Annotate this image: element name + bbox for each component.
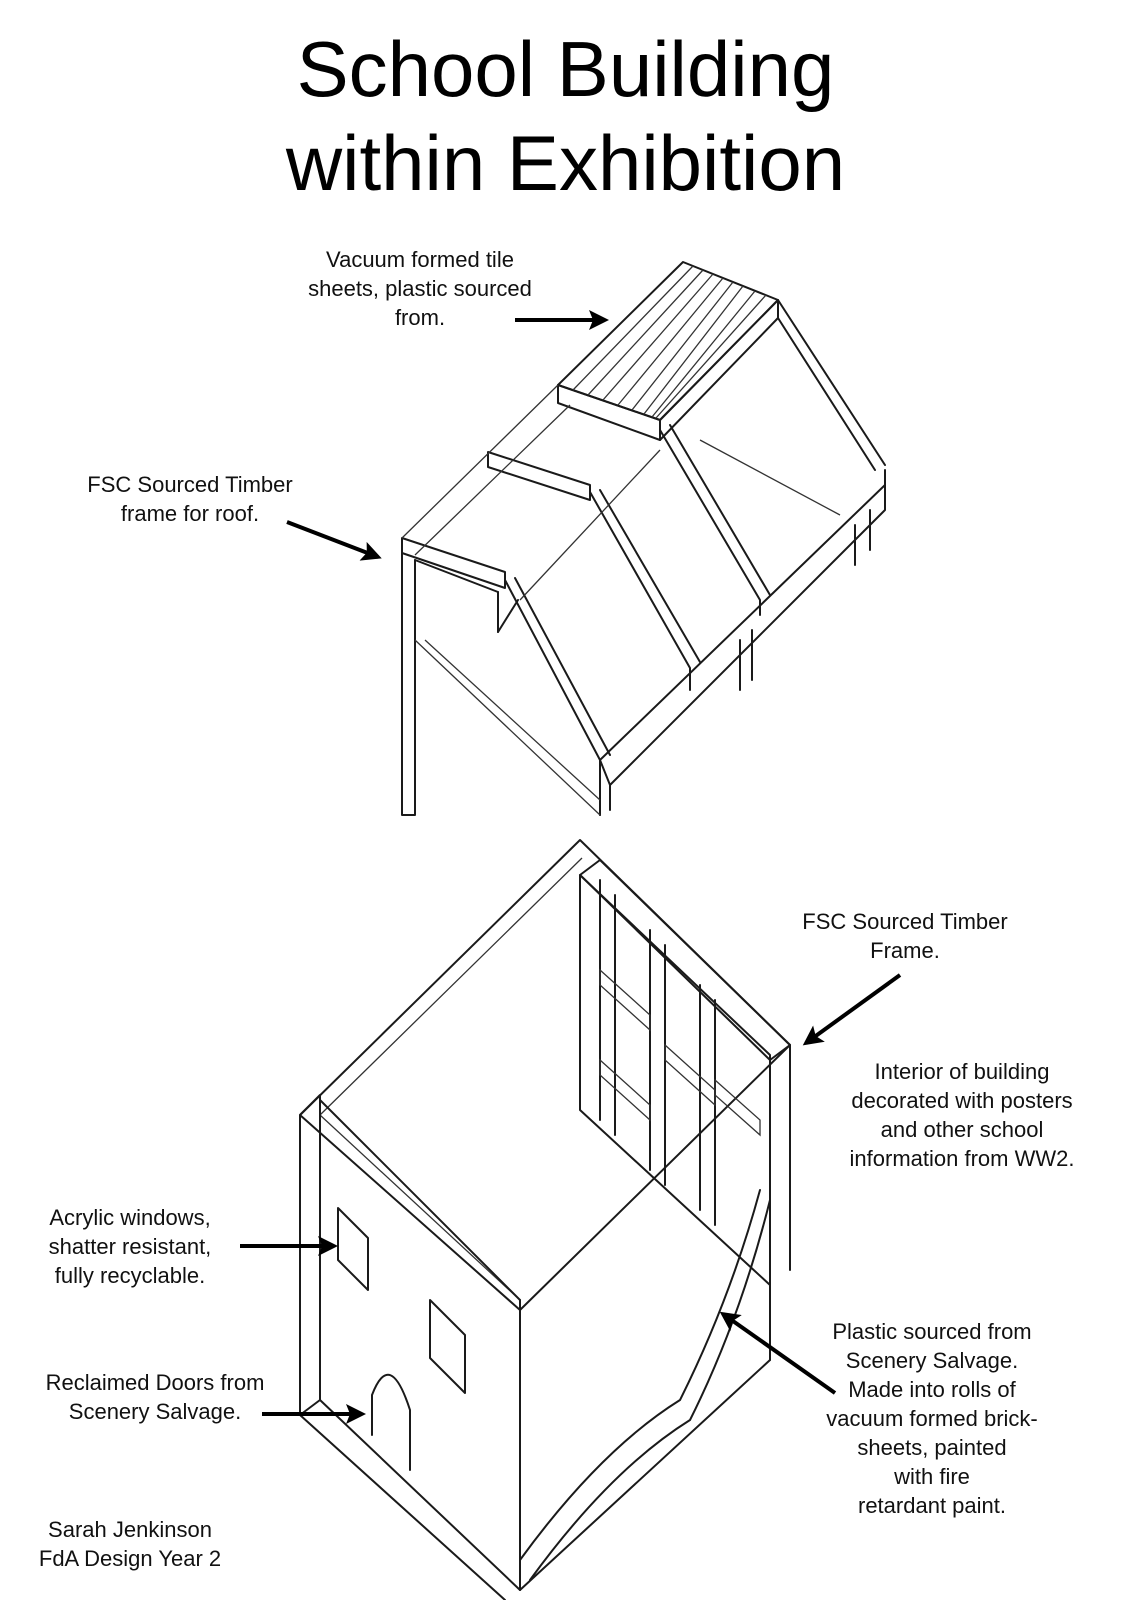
title-line-2: within Exhibition <box>285 119 846 207</box>
arrow-icon <box>719 1311 837 1395</box>
label-brick-sheets: Plastic sourced from Scenery Salvage. Ma… <box>826 1319 1038 1518</box>
roof-tile-sheets <box>557 261 779 441</box>
window-1 <box>337 1207 369 1291</box>
label-roof-frame: FSC Sourced Timber frame for roof. <box>87 472 293 526</box>
roof-frame-drawing <box>401 261 886 816</box>
building-box-drawing <box>299 839 791 1600</box>
label-timber-frame: FSC Sourced Timber Frame. <box>802 909 1008 963</box>
author-credit: Sarah Jenkinson FdA Design Year 2 <box>20 1515 240 1573</box>
author-course: FdA Design Year 2 <box>38 1546 222 1571</box>
arrow-icon <box>240 310 902 1424</box>
title-line-1: School Building <box>296 25 835 113</box>
arrow-icon <box>802 973 902 1046</box>
author-name: Sarah Jenkinson <box>48 1517 212 1542</box>
arrow-icon <box>286 520 382 561</box>
label-windows: Acrylic windows, shatter resistant, full… <box>48 1205 212 1288</box>
window-2 <box>429 1299 466 1394</box>
label-interior: Interior of building decorated with post… <box>849 1059 1075 1171</box>
page-title: School Building within Exhibition <box>0 22 1131 210</box>
door <box>371 1373 411 1471</box>
label-roof-tiles: Vacuum formed tile sheets, plastic sourc… <box>308 247 532 330</box>
label-doors: Reclaimed Doors from Scenery Salvage. <box>45 1370 265 1424</box>
